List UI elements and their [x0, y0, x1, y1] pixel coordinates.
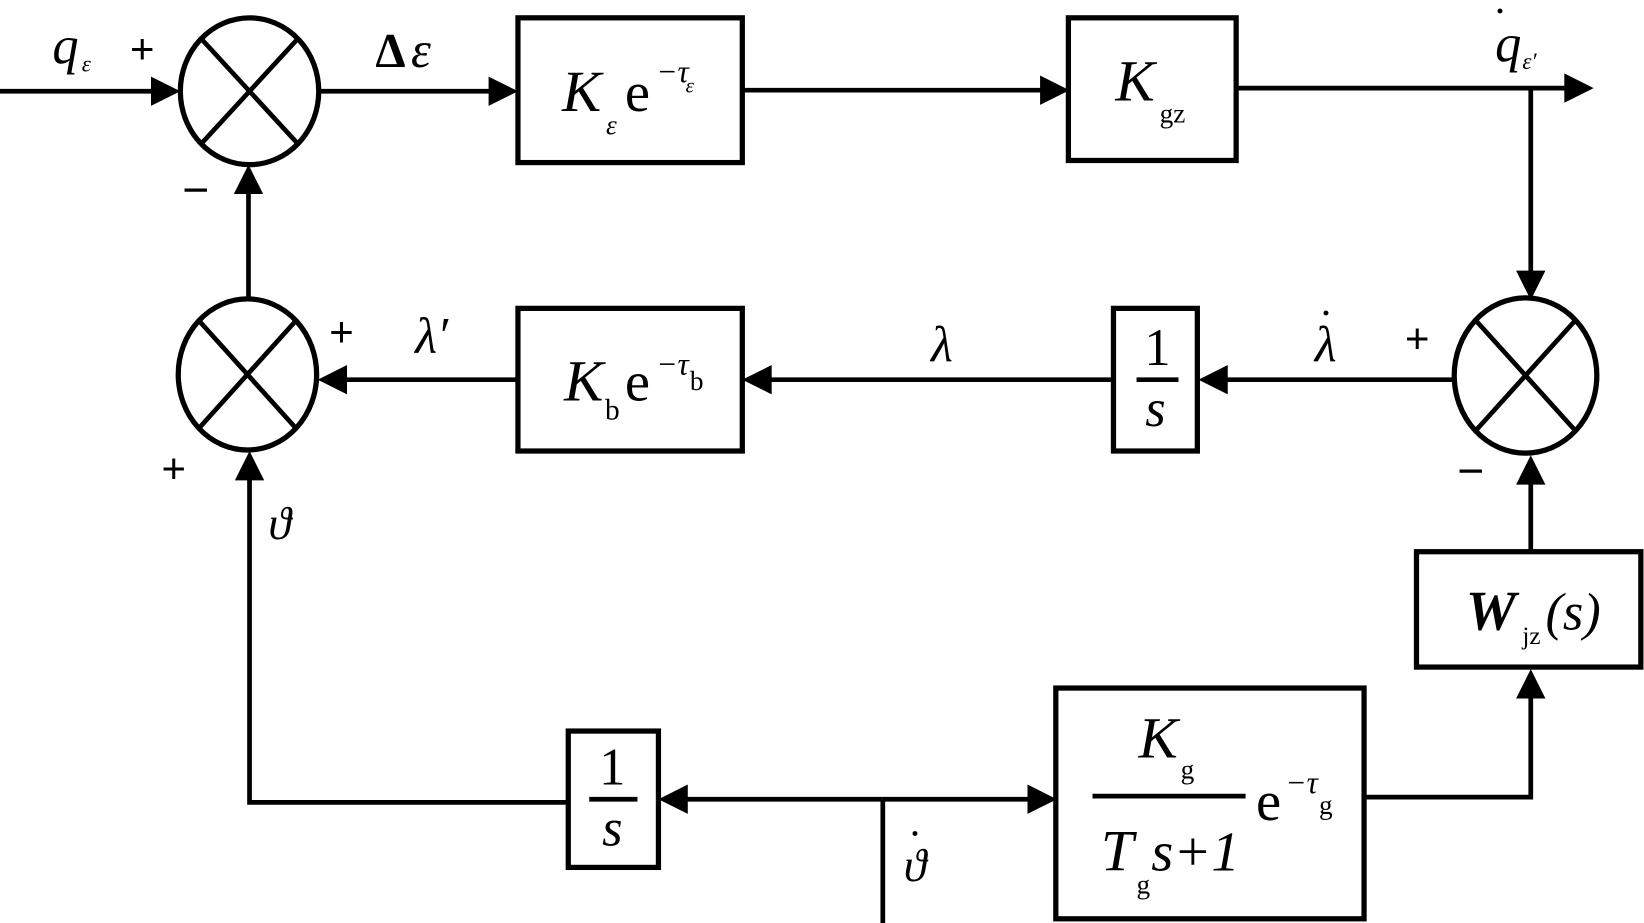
signal-output-label: · q ε′ [1493, 0, 1537, 74]
sum2-plus-right-sign: + [329, 308, 353, 355]
transfer-symbol: W [1466, 580, 1520, 642]
block-k-b-label: K b e −τ b [563, 346, 703, 426]
numerator: 1 [1144, 319, 1170, 377]
arrow-sum1-bottom [233, 164, 264, 195]
gain-symbol: K [1115, 49, 1158, 114]
block-w-jz [1413, 549, 1644, 670]
exp-subscript: g [1319, 790, 1333, 820]
signal-subscript: ε [82, 50, 92, 76]
wire-theta [247, 471, 569, 805]
wires [0, 85, 1571, 923]
numerator: 1 [599, 739, 625, 797]
block-k-eps [515, 15, 745, 166]
block-k-g-label: K g T g s+1 e −τ g [1101, 705, 1333, 899]
time-constant: T [1101, 819, 1138, 884]
denominator: s [602, 799, 622, 857]
wire-kg-wjz [1365, 692, 1534, 800]
arrow-sum3-top [1516, 270, 1546, 300]
arrow-output [1564, 73, 1594, 103]
exp-base: e [1256, 771, 1281, 833]
signal-theta-dot-label: · ϑ [904, 811, 929, 891]
derivative-dot: · [1319, 291, 1333, 337]
time-constant-subscript: g [1137, 870, 1151, 900]
signal-lambda-dot-label: · λ [1313, 291, 1337, 372]
exp-power: −τ [656, 54, 690, 89]
sum-junction-3 [1451, 295, 1600, 456]
arrow-input [150, 76, 181, 106]
signal-symbol: q [1495, 15, 1521, 73]
transfer-argument: (s) [1545, 583, 1600, 641]
sum3-plus-sign: + [1405, 314, 1429, 361]
exp-power: −τ [1285, 765, 1319, 800]
signal-input-label: q ε [52, 17, 91, 76]
numerator-gain: K [1138, 705, 1181, 770]
block-k-gz-label: K gz [1115, 49, 1186, 129]
block-k-b [515, 305, 745, 454]
arrow-kg-in [1027, 784, 1057, 814]
sum1-minus-sign: − [182, 164, 209, 216]
arrow-integrator2-in [658, 784, 688, 814]
sum-junction-1 [177, 15, 322, 168]
arrow-kb-in [742, 365, 772, 395]
numerator-subscript: g [1181, 754, 1195, 784]
signal-lambda-prime-label: λ′ [413, 307, 449, 363]
denominator: s [1145, 380, 1165, 438]
block-k-eps-label: K ε e −τ ε [561, 54, 695, 140]
signal-symbol: λ [929, 316, 953, 372]
arrow-error [488, 76, 518, 106]
signal-symbol: ε [411, 22, 431, 78]
signal-symbol: q [52, 17, 78, 75]
arrowheads [150, 73, 1594, 814]
signal-symbol: λ′ [413, 307, 449, 363]
derivative-dot: · [1493, 0, 1507, 35]
signal-symbol: ϑ [268, 498, 293, 549]
gain-subscript: b [605, 395, 620, 427]
delta-symbol: Δ [375, 25, 405, 78]
denominator-rest: s+1 [1151, 822, 1240, 884]
exp-base: e [625, 62, 650, 124]
signal-lambda-label: λ [929, 316, 953, 372]
exp-base: e [625, 352, 650, 414]
exp-subscript: ε [686, 73, 695, 97]
exp-power: −τ [656, 346, 690, 381]
signal-symbol: ϑ [904, 840, 929, 891]
block-k-g [1053, 685, 1367, 922]
arrow-kgz-in [1040, 75, 1070, 105]
exp-subscript: b [690, 366, 704, 396]
gain-subscript: gz [1160, 99, 1186, 129]
signal-symbol: λ [1313, 316, 1337, 372]
gain-subscript: ε [606, 110, 617, 140]
arrow-sum2-right [317, 365, 348, 395]
derivative-dot: · [908, 811, 922, 857]
arrow-sum3-bottom [1516, 455, 1546, 485]
arrow-integrator-in [1198, 365, 1228, 395]
sum1-plus-sign: + [130, 25, 154, 72]
sum-junction-2 [175, 296, 320, 453]
gain-symbol: K [561, 59, 604, 124]
gain-symbol: K [563, 349, 606, 414]
block-integrator-theta-label: 1 s [599, 739, 625, 858]
signal-error-label: Δ ε [375, 22, 431, 78]
arrow-wjz-in [1516, 669, 1546, 699]
sum2-plus-bottom-sign: + [161, 444, 185, 491]
block-w-jz-label: W jz (s) [1466, 580, 1601, 650]
block-k-gz [1065, 15, 1239, 164]
signal-subscript: ε′ [1522, 48, 1537, 74]
transfer-subscript: jz [1521, 623, 1540, 650]
block-integrator-lambda-label: 1 s [1144, 319, 1170, 438]
arrow-sum2-bottom [234, 451, 265, 481]
signal-theta-label: ϑ [268, 498, 293, 549]
sum3-minus-sign: − [1457, 445, 1484, 497]
